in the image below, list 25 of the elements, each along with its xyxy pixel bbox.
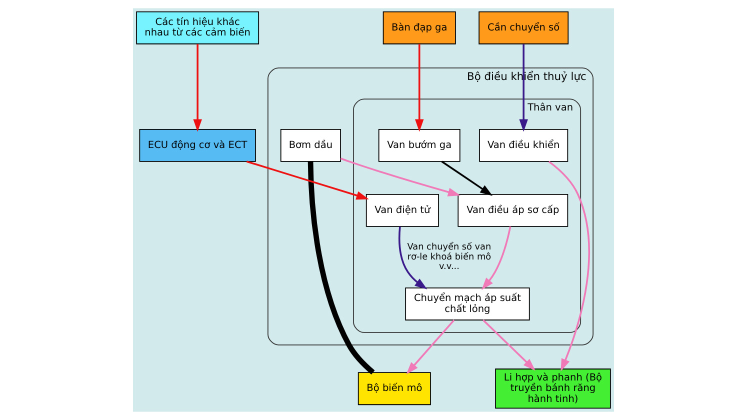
arrow bbox=[440, 160, 492, 196]
arrow bbox=[398, 226, 427, 290]
arrow bbox=[414, 44, 424, 132]
node-box: Van điều áp sơ cấp bbox=[457, 194, 568, 227]
node-box: Li hợp và phanh (Bộ truyền bánh răng hành tinh) bbox=[494, 368, 610, 409]
node-box: Cần chuyển số bbox=[478, 11, 568, 44]
arrow bbox=[340, 158, 460, 196]
arrow bbox=[548, 160, 590, 372]
node-box: Chuyển mạch áp suất chất lỏng bbox=[404, 288, 530, 320]
connector bbox=[307, 162, 374, 374]
arrow bbox=[482, 319, 535, 371]
node-box: Các tín hiệu khác nhau từ các cảm biến bbox=[136, 11, 259, 44]
node-box: Bộ biến mô bbox=[357, 372, 430, 406]
edge-label: Van chuyển số van rơ-le khoá biến mô v.v... bbox=[406, 242, 491, 272]
node-box: Bàn đạp ga bbox=[382, 11, 456, 44]
node-box: Van điều khiển bbox=[478, 128, 568, 162]
arrow bbox=[406, 319, 454, 374]
arrow bbox=[481, 226, 511, 290]
node-box: ECU động cơ và ECT bbox=[138, 128, 256, 162]
node-box: Van điện tử bbox=[365, 194, 438, 227]
node-box: Bơm dầu bbox=[280, 128, 340, 162]
node-box: Van bướm ga bbox=[378, 128, 460, 162]
arrow bbox=[192, 44, 202, 132]
arrow bbox=[246, 160, 368, 200]
arrow bbox=[518, 44, 528, 132]
